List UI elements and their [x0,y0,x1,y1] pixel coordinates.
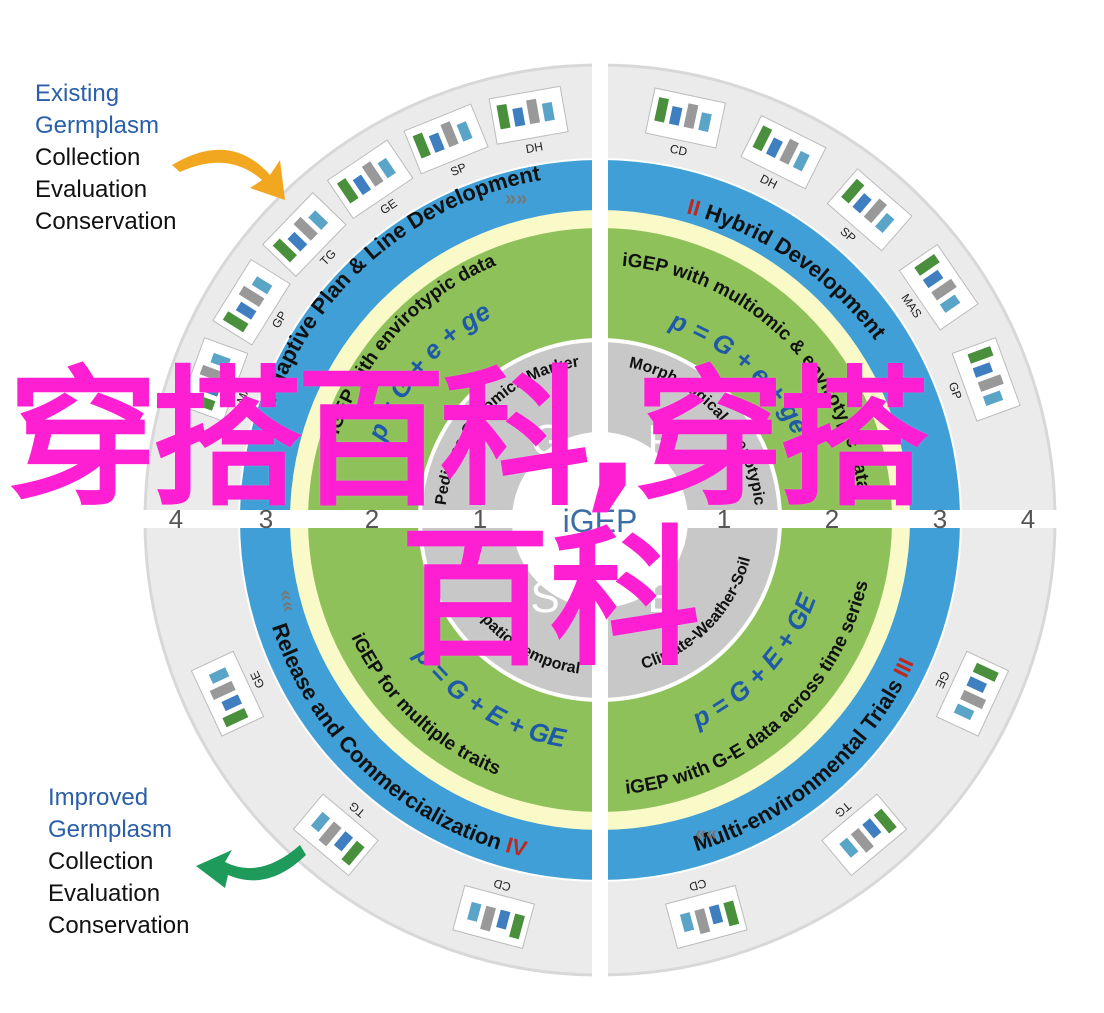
bottom-side-note: Improved Germplasm Collection Evaluation… [48,782,189,942]
thumbnail-label: SP [448,160,468,179]
divider-vertical [592,60,608,980]
hub-letter-e: E [647,573,676,622]
thumbnail-tg: TG [262,191,347,278]
hub-letter-p: P [647,416,676,465]
thumbnail-tg: TG [292,793,379,877]
top-note-line-2: Germplasm [35,112,160,139]
thumbnail-ge: GE [326,139,414,220]
thumbnail-label: GP [946,380,965,401]
q4-chevron-icon: «« [274,588,300,614]
thumbnail-ge: GE [933,650,1010,737]
thumbnail-label: CD [687,876,708,894]
thumbnail-cd: CD [452,876,535,950]
thumbnail-cd: CD [665,876,748,950]
thumbnail-gp: GP [946,337,1021,422]
bottom-note-line-3: Collection [48,848,154,875]
axis-right-3: 3 [933,504,947,534]
top-note-line-1: Existing [35,80,120,107]
thumbnail-label: DH [758,172,780,192]
bottom-note-line-4: Evaluation [48,880,161,907]
axis-right-1: 1 [717,504,731,534]
thumbnail-dh: DH [740,114,827,192]
top-arrow-icon [172,149,285,200]
axis-left-3: 3 [259,504,273,534]
axis-right-2: 2 [825,504,839,534]
axis-left-1: 1 [473,504,487,534]
thumbnail-ge: GE [190,650,267,737]
thumbnail-cd: CD [644,87,727,159]
top-note-line-3: Collection [35,144,141,171]
q1-chevron-icon: »» [505,188,527,210]
thumbnail-label: CD [669,142,689,159]
thumbnail-label: DH [525,139,545,156]
thumbnail-tg: TG [821,793,908,877]
bottom-note-line-1: Improved [48,784,149,811]
thumbnail-mas: MAS [179,337,256,422]
bottom-note-line-2: Germplasm [48,816,173,843]
top-side-note: Existing Germplasm Collection Evaluation… [35,78,176,238]
hub-letter-g: G [531,416,565,465]
axis-left-4: 4 [169,504,183,534]
thumbnail-label: GE [247,669,267,691]
hub-label: iGEP [563,503,638,539]
bottom-arrow-icon [196,845,306,888]
thumbnail-sp: SP [403,103,489,179]
thumbnail-label: CD [492,876,513,894]
thumbnail-mas: MAS [898,243,979,331]
q3-chevron-icon: «« [695,823,717,845]
top-note-line-5: Conservation [35,208,177,235]
hub-letter-s: S [530,573,559,622]
thumbnail-label: GE [933,669,953,691]
axis-left-2: 2 [365,504,379,534]
axis-right-4: 4 [1021,504,1035,534]
bottom-note-line-5: Conservation [48,912,190,939]
thumbnail-gp: GP [212,258,291,346]
top-note-line-4: Evaluation [35,176,148,203]
thumbnail-dh: DH [488,85,569,156]
